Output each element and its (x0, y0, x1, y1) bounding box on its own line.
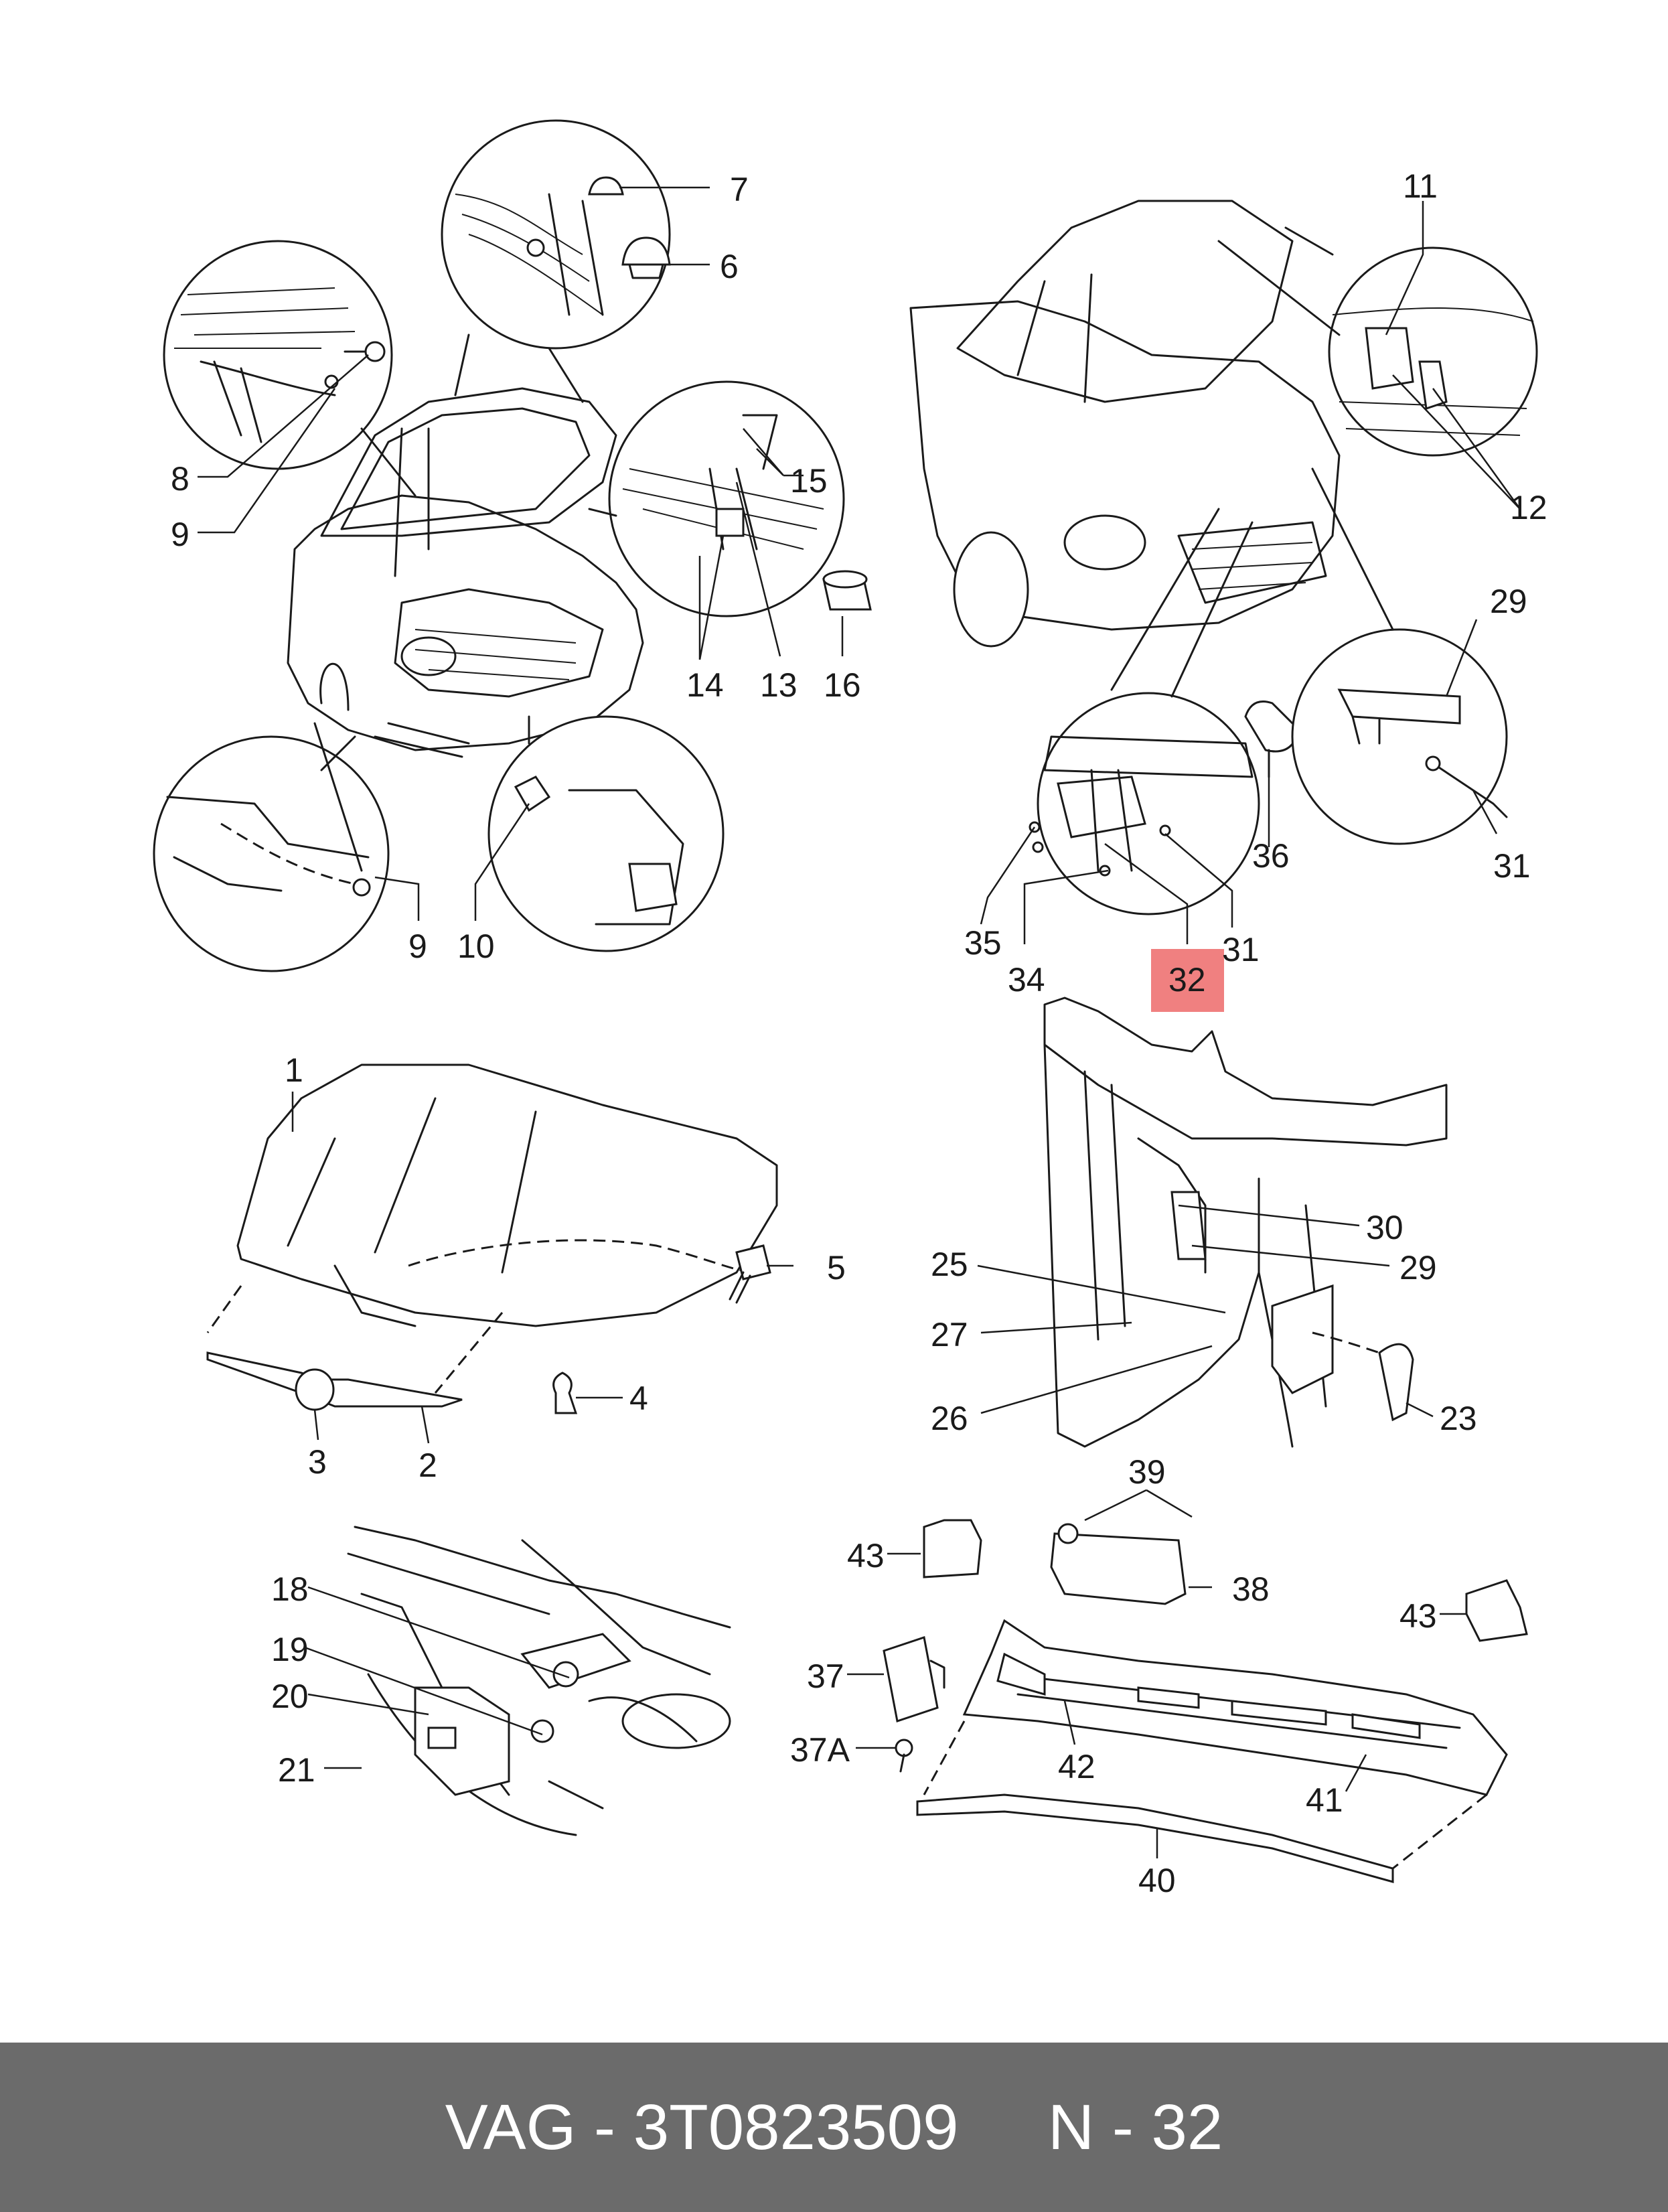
callout-37A: 37A (790, 1731, 850, 1769)
callout-43-left: 43 (847, 1537, 885, 1574)
callout-43-right: 43 (1399, 1597, 1437, 1635)
callout-7: 7 (730, 171, 749, 208)
hood-open-view-left (153, 119, 872, 972)
plenum-panel-view (883, 1519, 1528, 1883)
hood-open-view-right (909, 200, 1538, 915)
callout-42: 42 (1058, 1748, 1095, 1785)
callout-35: 35 (964, 924, 1002, 962)
callout-12: 12 (1510, 489, 1547, 526)
callout-19: 19 (271, 1631, 309, 1668)
part-number-caption: VAG - 3T0823509 N - 32 (445, 2091, 1223, 2163)
callout-13: 13 (760, 666, 798, 704)
callout-41: 41 (1306, 1781, 1343, 1819)
wheelhouse-view (1043, 997, 1448, 1448)
callout-29: 29 (1399, 1249, 1437, 1286)
callout-labels: 7 6 8 9 15 14 13 16 9 10 11 12 29 31 36 … (171, 167, 1547, 1899)
bonnet-view (206, 1063, 778, 1414)
highlight-box (1151, 949, 1224, 1012)
callout-11: 11 (1403, 167, 1438, 205)
callout-32-highlighted: 32 (1168, 961, 1206, 999)
callout-20: 20 (271, 1678, 309, 1715)
leader-lines (198, 186, 1521, 1858)
callout-14: 14 (686, 666, 724, 704)
callout-31-circle: 31 (1493, 847, 1531, 885)
callout-38: 38 (1232, 1570, 1270, 1608)
callout-5: 5 (827, 1249, 846, 1286)
callout-9-top: 9 (171, 516, 189, 553)
callout-3: 3 (308, 1443, 327, 1481)
callout-6: 6 (720, 248, 739, 285)
footer-bar: VAG - 3T0823509 N - 32 (0, 2043, 1668, 2212)
callout-9-bottom: 9 (408, 928, 427, 965)
callout-29-top: 29 (1490, 583, 1527, 620)
callout-21: 21 (278, 1751, 315, 1789)
callout-25: 25 (931, 1246, 968, 1283)
callout-37: 37 (807, 1657, 844, 1695)
callout-10: 10 (457, 928, 495, 965)
callout-30: 30 (1366, 1209, 1404, 1246)
callout-18: 18 (271, 1570, 309, 1608)
callout-1: 1 (285, 1051, 303, 1089)
callout-36: 36 (1252, 837, 1290, 875)
callout-23: 23 (1440, 1400, 1477, 1437)
callout-16: 16 (824, 666, 861, 704)
callout-34: 34 (1008, 961, 1045, 999)
callout-39: 39 (1128, 1453, 1166, 1491)
callout-2: 2 (419, 1447, 437, 1484)
callout-4: 4 (629, 1380, 648, 1417)
callout-26: 26 (931, 1400, 968, 1437)
parts-diagram: 7 6 8 9 15 14 13 16 9 10 11 12 29 31 36 … (153, 119, 1547, 1899)
callout-27: 27 (931, 1316, 968, 1353)
callout-15: 15 (790, 462, 828, 500)
hinge-view (347, 1526, 731, 1836)
callout-40: 40 (1138, 1862, 1176, 1899)
callout-31: 31 (1222, 931, 1260, 968)
callout-8: 8 (171, 460, 189, 498)
